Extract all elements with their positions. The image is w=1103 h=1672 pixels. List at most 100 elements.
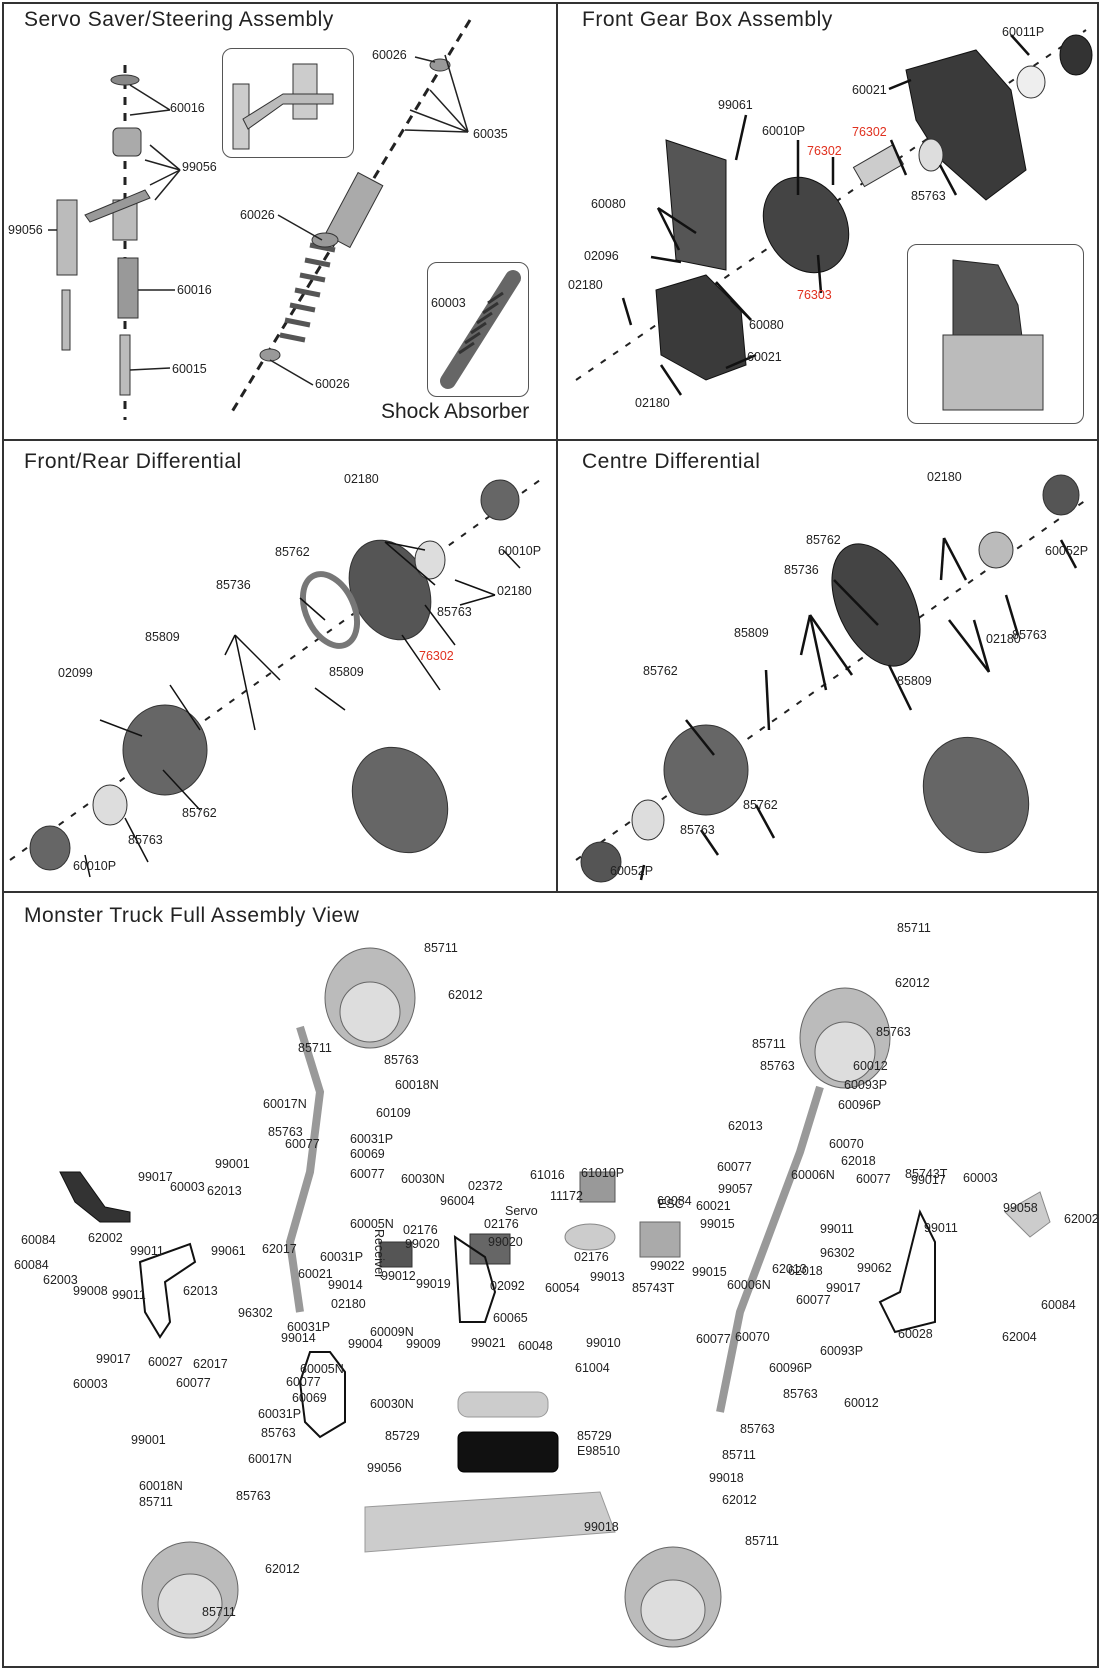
part-number-label: 02176 — [574, 1250, 609, 1264]
panel-full-assembly: Monster Truck Full Assembly View — [0, 892, 1103, 1672]
part-number-label: 85762 — [182, 806, 217, 820]
part-number-label: 60070 — [735, 1330, 770, 1344]
wheel-rear-left — [141, 1541, 239, 1639]
part-number-label: 60077 — [717, 1160, 752, 1174]
part-number-label: 85743T — [632, 1281, 675, 1295]
receiver-label: Receiver — [372, 1229, 386, 1279]
part-number-label: 60052P — [1045, 544, 1089, 558]
part-number-label: 60077 — [285, 1137, 320, 1151]
esc-label: ESC — [658, 1197, 684, 1211]
part-number-label: 62012 — [722, 1493, 757, 1507]
servo-saver-assembled-icon — [232, 63, 334, 150]
rear-axle-parts — [716, 1085, 824, 1413]
part-number-label: 85729 — [385, 1429, 420, 1443]
part-number-label: 85763 — [680, 823, 715, 837]
part-number-label: 99020 — [405, 1237, 440, 1251]
part-number-label: 60012 — [844, 1396, 879, 1410]
servo-body — [469, 1233, 511, 1265]
part-number-label: 85711 — [139, 1495, 173, 1509]
part-number-label: 96302 — [820, 1246, 855, 1260]
part-number-label: 62002 — [1064, 1212, 1099, 1226]
part-number-label: 85763 — [261, 1426, 296, 1440]
part-number-label: 60084 — [21, 1233, 56, 1247]
part-number-label: 60054 — [545, 1281, 580, 1295]
part-number-label: 60077 — [176, 1376, 211, 1390]
part-number-label: 60093P — [820, 1344, 864, 1358]
servo-saver-inset — [222, 48, 354, 158]
part-number-label: 02180 — [635, 396, 670, 410]
part-number-label: 60009N — [370, 1325, 414, 1339]
part-number-label: 02180 — [927, 470, 962, 484]
part-number-label: 85809 — [897, 674, 932, 688]
part-number-label: 60012 — [853, 1059, 888, 1073]
part-number-label: 60018N — [139, 1479, 183, 1493]
part-number-label: 85711 — [745, 1534, 779, 1548]
panel-title: Front Gear Box Assembly — [582, 8, 833, 31]
part-number-label: 85762 — [743, 798, 778, 812]
part-number-label: 99012 — [381, 1269, 416, 1283]
part-number-label: 60010P — [73, 859, 117, 873]
part-number-label: 99021 — [471, 1336, 506, 1350]
servo-steering-illustration — [48, 19, 472, 420]
part-number-label: 99011 — [820, 1222, 854, 1236]
part-number-label: 60006N — [727, 1278, 771, 1292]
callout-outline — [453, 1235, 497, 1323]
shock-absorber-icon — [440, 270, 521, 389]
shock-absorber-caption: Shock Absorber — [381, 400, 530, 423]
part-number-label: 02176 — [403, 1223, 438, 1237]
part-number-label: 62018 — [841, 1154, 876, 1168]
part-number-label: 60096P — [769, 1361, 813, 1375]
part-number-label: 85711 — [752, 1037, 786, 1051]
panel-title: Front/Rear Differential — [24, 450, 242, 473]
part-number-label: 60031P — [320, 1250, 364, 1264]
gearbox-assembled-inset — [907, 244, 1084, 424]
part-number-label: 61010P — [581, 1166, 625, 1180]
part-number-label: 60017N — [248, 1452, 292, 1466]
part-number-label: 99011 — [130, 1244, 164, 1258]
part-number-label: 99004 — [348, 1337, 383, 1351]
chassis-plate — [364, 1491, 616, 1553]
part-number-label: 62013 — [183, 1284, 218, 1298]
part-number-label: 60027 — [148, 1355, 183, 1369]
part-number-label: 99056 — [367, 1461, 402, 1475]
part-number-label: 85762 — [643, 664, 678, 678]
part-number-label: 60031P — [287, 1320, 331, 1334]
part-number-label: 85711 — [424, 941, 458, 955]
part-number-label: 62013 — [772, 1262, 807, 1276]
part-number-label: 60077 — [696, 1332, 731, 1346]
part-number-label: 60077 — [286, 1375, 321, 1389]
heatsink — [579, 1171, 616, 1203]
gearbox-assembled-icon — [942, 259, 1044, 411]
part-number-label: 60035 — [473, 127, 508, 141]
part-number-label: 60011P — [1002, 25, 1045, 39]
part-number-label: 62012 — [265, 1562, 300, 1576]
part-number-label: 99010 — [586, 1336, 621, 1350]
part-number-label: 62017 — [262, 1242, 297, 1256]
part-number-label: 99009 — [406, 1337, 441, 1351]
battery — [457, 1391, 549, 1418]
part-number-label: 60077 — [350, 1167, 385, 1181]
part-number-label: 99056 — [182, 160, 217, 174]
part-number-label: 60070 — [829, 1137, 864, 1151]
part-number-label: 85809 — [734, 626, 769, 640]
part-number-label: 60026 — [372, 48, 407, 62]
part-number-label: 60006N — [791, 1168, 835, 1182]
part-number-label: 62003 — [43, 1273, 78, 1287]
part-number-label: 60031P — [350, 1132, 394, 1146]
part-number-label: 60096P — [838, 1098, 882, 1112]
part-number-label: 60030N — [401, 1172, 445, 1186]
shock-absorber-inset — [427, 262, 529, 397]
part-number-label: 99022 — [650, 1259, 685, 1273]
part-number-label: 62012 — [448, 988, 483, 1002]
part-number-label: 60048 — [518, 1339, 553, 1353]
part-number-label: 85763 — [911, 189, 946, 203]
part-number-label: 60021 — [852, 83, 887, 97]
part-number-label: 85763 — [876, 1025, 911, 1039]
part-number-label: 85809 — [145, 630, 180, 644]
part-number-label: 60003 — [73, 1377, 108, 1391]
part-number-label: 60080 — [591, 197, 626, 211]
part-number-label: 76303 — [797, 288, 832, 302]
part-number-label: 76302 — [419, 649, 454, 663]
panel-servo-saver: Servo Saver/Steering Assembly — [0, 0, 556, 440]
